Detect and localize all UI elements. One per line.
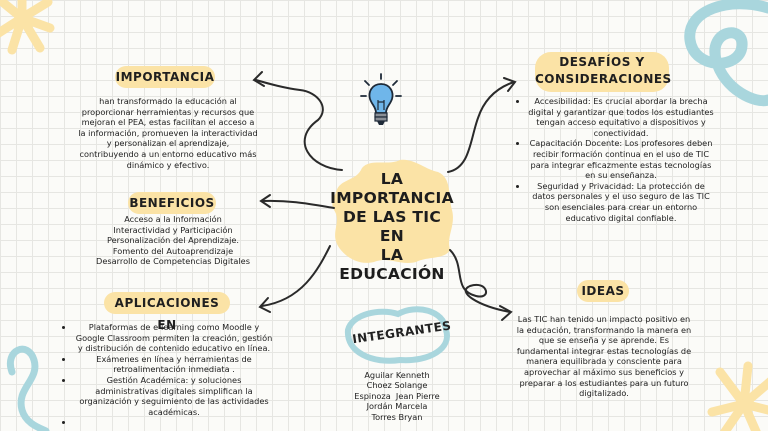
beneficios-item: Interactividad y Participación — [113, 224, 233, 235]
member-name: Choez Solange — [366, 380, 428, 391]
connector-ideas — [449, 249, 511, 313]
desafios-title-line1: DESAFÍOS Y — [559, 55, 645, 69]
starburst-bottom-right — [707, 361, 768, 431]
aplicaciones-item: Exámenes en línea y herramientas de retr… — [74, 354, 274, 375]
arrowhead-beneficios — [259, 194, 271, 208]
arrowhead-aplicaciones — [258, 297, 271, 313]
connector-beneficios — [261, 199, 335, 209]
beneficios-item: Fomento del Autoaprendizaje — [112, 245, 234, 256]
beneficios-title: BENEFICIOS — [128, 192, 216, 214]
yellow-splash-center — [332, 159, 453, 263]
importancia-text: han transformado la educación al proporc… — [78, 96, 258, 170]
aplicaciones-item: Gestión Académica: y soluciones administ… — [74, 375, 274, 417]
teal-squiggle-bottom-left — [6, 345, 50, 431]
ideas-text: Las TIC han tenido un impacto positivo e… — [516, 314, 692, 399]
desafios-title-line2: CONSIDERACIONES — [535, 72, 672, 86]
connectors — [252, 71, 517, 321]
member-name: Jordán Marcela — [366, 401, 428, 412]
member-name: Aguilar Kenneth — [364, 370, 430, 380]
member-name: Torres Bryan — [371, 411, 423, 422]
aplicaciones-item: Plataformas de e-learning como Moodle y … — [74, 322, 274, 354]
teal-blob-integrantes — [344, 306, 450, 364]
desafios-item: Capacitación Docente: Los profesores deb… — [528, 138, 714, 180]
importancia-title: IMPORTANCIA — [115, 66, 215, 88]
beneficios-item: Personalización del Aprendizaje. — [107, 235, 239, 246]
aplicaciones-title: APLICACIONES EN — [104, 292, 230, 332]
desafios-list: Accesibilidad: Es crucial abordar la bre… — [514, 96, 714, 223]
desafios-item: Seguridad y Privacidad: La protección de… — [528, 181, 714, 223]
beneficios-item: Acceso a la Información — [124, 214, 222, 224]
teal-loop-top-right — [684, 0, 768, 107]
connector-importancia — [255, 79, 343, 171]
integrantes-list: Aguilar Kenneth Choez Solange Espinoza J… — [337, 370, 457, 422]
beneficios-item: Desarrollo de Competencias Digitales — [96, 256, 250, 267]
aplicaciones-item — [74, 417, 274, 427]
center-title: LA IMPORTANCIA DE LAS TIC EN LA EDUCACIÓ… — [330, 170, 454, 283]
aplicaciones-list: Plataformas de e-learning como Moodle y … — [60, 322, 274, 427]
beneficios-list: Acceso a la Información Interactividad y… — [78, 214, 268, 267]
connector-aplicaciones — [261, 245, 331, 307]
connector-desafios — [447, 81, 515, 173]
member-name: Espinoza Jean Pierre — [354, 390, 440, 401]
arrowhead-ideas — [499, 305, 513, 321]
arrowhead-importancia — [252, 71, 265, 87]
lightbulb-icon — [360, 73, 402, 125]
starburst-top-left — [0, 0, 55, 55]
desafios-title: DESAFÍOS Y CONSIDERACIONES — [535, 52, 672, 92]
arrowhead-desafios — [503, 77, 517, 92]
desafios-item: Accesibilidad: Es crucial abordar la bre… — [528, 96, 714, 138]
ideas-title: IDEAS — [577, 280, 629, 302]
